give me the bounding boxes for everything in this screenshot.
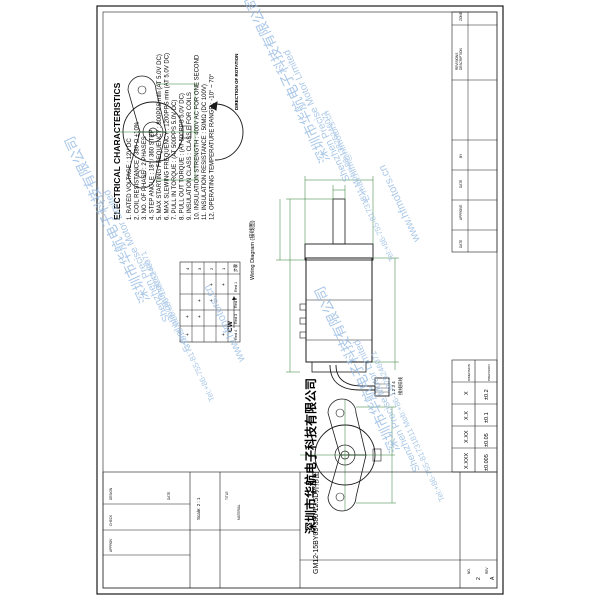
electrical-title: ELECTRICAL CHARACTERISTICS [112, 82, 122, 220]
rev-label: REV [485, 567, 489, 574]
title-label: TITLE [225, 491, 229, 500]
electrical-item-9: 9. INSULATION CLASS : CLASS E FOR COILS [187, 92, 193, 220]
electrical-item-1: 1. RATED VOLTAGE : 12V DC [127, 138, 133, 220]
title-date-label: DATE [167, 492, 171, 500]
rev-value: A [490, 576, 496, 580]
direction-arrow [209, 101, 244, 161]
wiring-diagram: Wiring Diagram (接线图) CW 步骤 1 2 3 4 Red 1… [179, 220, 256, 343]
rev-header-by: BY [459, 153, 463, 158]
connector [374, 377, 390, 397]
tolerance-prec-2: ±0.1 [484, 412, 490, 423]
scale-text: Scale: 2 : 1 [196, 497, 201, 520]
wiring-r3-c3: + [197, 315, 203, 318]
wiring-r2-c3: + [197, 299, 203, 302]
part-name: GM12-15BY03-380-12.5D外形图 [311, 472, 320, 574]
tolerance-dim-4: X.XXX [464, 452, 470, 469]
electrical-item-12: 12. OPERATING TEMPERATURE RANGE : -10° ~… [210, 73, 216, 220]
wiring-row-4-label: Red 4 [234, 330, 238, 340]
wiring-r1-c1: + [221, 283, 227, 286]
rev-header-zone: ZONE [459, 12, 463, 21]
title-check-label: CHECK [109, 514, 113, 526]
tolerance-prec-3: ±0.05 [484, 433, 490, 447]
motor-flange [304, 243, 374, 261]
end-view-bottom-dimensions [300, 400, 396, 510]
rev-header-description: DESCRIPTION [459, 48, 463, 70]
title-block [102, 471, 498, 589]
motor-rear-cap [311, 361, 367, 373]
title-approve-label: APPROV [109, 538, 113, 552]
rev-header-date: DATE [459, 180, 463, 188]
rev-header-approve: APPROVE [459, 205, 463, 220]
wiring-header-4: 4 [185, 267, 190, 270]
wiring-r3-c4: + [185, 315, 191, 318]
company-name: 深圳市华航电子科技有限公司 [303, 378, 318, 534]
direction-label: DIRECTION OF ROTATION [234, 54, 239, 110]
wiring-header-1: 1 [221, 267, 226, 270]
sheet-label: NO. [467, 568, 471, 574]
wiring-r4-c4: + [185, 333, 191, 336]
electrical-item-8: 8. PULL OUT TORQUE : (AT 500PPS 5.0V DC) [180, 93, 186, 220]
title-design-label: DESIGN [109, 487, 113, 500]
electrical-item-2: 2. COIL RESISTANCE : 380 Ω ±10% [135, 121, 141, 220]
connector-note: 接线排线 [397, 377, 404, 395]
wiring-r1-c2: + [209, 283, 215, 286]
wiring-title: Wiring Diagram (接线图) [248, 220, 256, 280]
wiring-header-2: 2 [209, 267, 214, 270]
revision-block: ZONE DESCRIPTION REVISIONS BY DATE APPRO… [451, 11, 498, 253]
wiring-row-1-label: Red 1 [234, 282, 238, 292]
electrical-item-7: 7. PULL IN TORQUE : (AT 500PPS 5.0V DC) [172, 100, 178, 220]
side-dimensions [276, 176, 399, 373]
wiring-r2-c2: + [209, 299, 215, 302]
motor-side-view [299, 198, 390, 397]
electrical-item-11: 11. INSULATION RESISTANCE : 50MΩ (DC 100… [202, 84, 208, 220]
connector-pins: 1 2 3 4 [391, 381, 396, 395]
wiring-header-3: 3 [197, 267, 202, 270]
wiring-header-step: 步骤 [232, 264, 238, 272]
tolerance-dim-2: X.X [464, 411, 470, 420]
tolerance-dim-3: X.XX [464, 430, 470, 443]
wiring-row-2-label: Red 2 [234, 298, 238, 308]
lead-wires [329, 364, 375, 391]
end-view-top-dimensions [118, 83, 199, 181]
wiring-table [179, 261, 241, 343]
electrical-item-4: 4. STEP ANGLE : 18° / 360 STEP [150, 130, 156, 220]
sheet-value: 2 [476, 577, 482, 580]
wiring-row-3-label: Red 3 [234, 314, 238, 324]
outer-border [96, 5, 504, 595]
tolerance-dim-1: X [464, 391, 470, 395]
tolerance-prec-header: PRECISION [487, 364, 491, 381]
electrical-item-5: 5. MAX STARTING FREQUENCY : 800PPS min (… [157, 54, 163, 220]
rev-header-revisions: REVISIONS [455, 53, 459, 70]
electrical-item-10: 10. INSULATION STRENGTH : 400V AC FOR ON… [195, 54, 201, 220]
material-label: MATERIAL [237, 504, 241, 520]
tolerance-prec-4: ±0.005 [484, 454, 490, 471]
electrical-characteristics: ELECTRICAL CHARACTERISTICS 1. RATED VOLT… [112, 53, 216, 220]
electrical-item-6: 6. MAX SLEWING FREQUENCY : 1200PPS min (… [165, 53, 171, 220]
electrical-item-3: 3. NO. OF PHASE : 2 PHASES [142, 136, 148, 220]
rev-header-date-2: DATE [459, 240, 463, 248]
wiring-r4-c1: + [221, 333, 227, 336]
tolerance-dim-header: DIMENSION [467, 364, 471, 381]
tolerance-prec-1: ±0.2 [484, 389, 490, 400]
